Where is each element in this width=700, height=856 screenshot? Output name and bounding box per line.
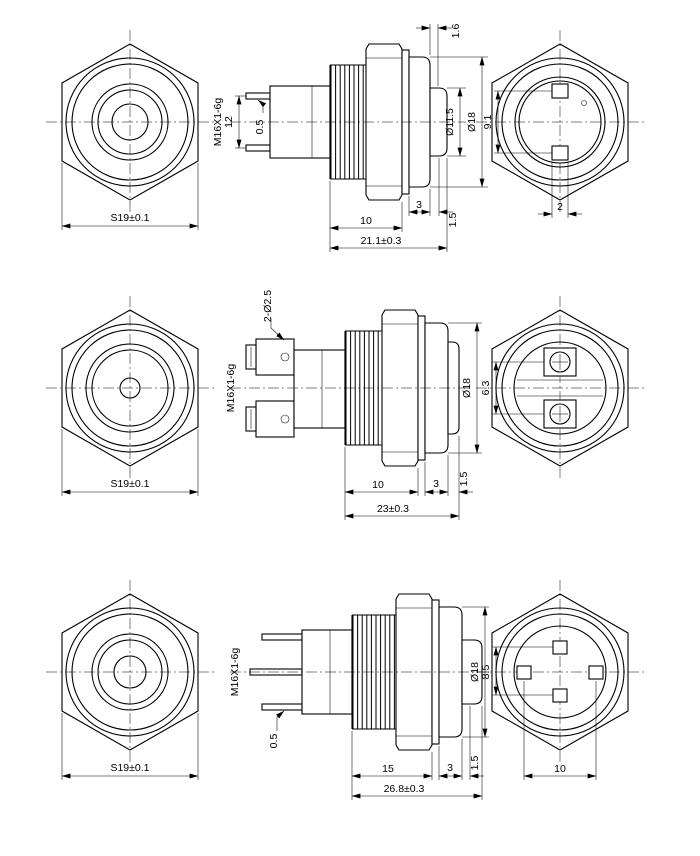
dim-overall-length: 23±0.3 xyxy=(377,503,409,515)
label-thread-spec: M16X1-6g xyxy=(229,648,241,697)
dim-washer-thickness: 1.5 xyxy=(469,756,481,771)
hex-nut xyxy=(381,309,419,467)
hex-body xyxy=(61,43,199,201)
screw-clamp xyxy=(255,400,295,438)
terminal-lug xyxy=(551,83,569,99)
dim-overall-length: 21.1±0.3 xyxy=(361,235,402,247)
wire-hole xyxy=(280,414,290,424)
dim-pin-col-spacing: 10 xyxy=(554,763,566,775)
hex-body xyxy=(491,593,629,751)
wire-hole xyxy=(280,352,290,362)
dim-across-flats: S19±0.1 xyxy=(110,212,149,224)
row1-front-view: S19±0.1 xyxy=(46,30,214,230)
row2-side-view: 2-Ø2.5 M16X1-6g Ø18 10 3 1.5 23±0.3 xyxy=(225,290,482,520)
dim-washer-thickness: 1.5 xyxy=(458,472,470,487)
terminal-pin xyxy=(245,92,271,100)
button-head xyxy=(429,87,448,157)
dim-terminal-spacing: 9.1 xyxy=(482,115,494,130)
dim-button-dia: Ø11.5 xyxy=(444,108,456,136)
hex-body xyxy=(61,309,199,467)
row1-rear-view: 9.1 2 xyxy=(476,30,644,218)
dim-flange-dia: Ø18 xyxy=(469,662,481,682)
flange xyxy=(408,56,431,188)
hex-body xyxy=(491,43,629,201)
dim-screw-spacing: 6.3 xyxy=(480,381,492,396)
terminal-pin xyxy=(588,665,604,680)
hex-body xyxy=(61,593,199,751)
terminal-pin xyxy=(245,144,271,152)
dim-pin-thickness: 0.5 xyxy=(254,120,266,135)
row2-rear-view: 6.3 xyxy=(476,296,644,480)
dim-flange-thickness: 3 xyxy=(447,762,453,774)
insulator-base xyxy=(293,349,346,429)
dim-washer-thickness: 1.5 xyxy=(447,213,459,228)
label-thread-spec: M16X1-6g xyxy=(225,364,237,413)
hex-nut xyxy=(395,593,433,751)
dim-thread-length: 10 xyxy=(372,479,384,491)
dim-thread-length: 15 xyxy=(382,763,394,775)
dim-thread-length: 10 xyxy=(360,215,372,227)
dim-flange-dia: Ø18 xyxy=(461,378,473,398)
row3-rear-view: 8.5 10 xyxy=(476,580,644,780)
screw-clamp xyxy=(255,338,295,376)
terminal-pin xyxy=(261,633,303,641)
terminal-lug xyxy=(551,145,569,161)
terminal-pin xyxy=(552,640,568,655)
flange xyxy=(438,606,463,738)
terminal-pin xyxy=(552,688,568,703)
label-thread-spec: M16X1-6g xyxy=(212,98,224,147)
flange xyxy=(424,322,449,454)
locator-dot xyxy=(581,100,587,106)
dim-head-clearance: 1.6 xyxy=(450,24,462,39)
dim-flange-thickness: 3 xyxy=(416,199,422,211)
hex-body xyxy=(491,309,629,467)
dim-wire-holes: 2-Ø2.5 xyxy=(262,290,274,322)
row2-front-view: S19±0.1 xyxy=(46,296,214,496)
dim-pin-row-spacing: 8.5 xyxy=(480,665,492,680)
dim-flange-thickness: 3 xyxy=(433,478,439,490)
row3-side-view: M16X1-6g 0.5 Ø18 15 3 1.5 26.8±0.3 xyxy=(229,593,489,800)
dim-flange-dia: Ø18 xyxy=(466,112,478,132)
dim-pin-spacing: 12 xyxy=(223,116,235,128)
dim-overall-length: 26.8±0.3 xyxy=(384,783,425,795)
terminal-pin xyxy=(261,703,303,711)
row3-front-view: S19±0.1 xyxy=(46,580,214,780)
dim-across-flats: S19±0.1 xyxy=(110,762,149,774)
dim-terminal-width: 2 xyxy=(557,201,563,213)
terminal-pin xyxy=(516,665,532,680)
dim-across-flats: S19±0.1 xyxy=(110,478,149,490)
row1-side-view: 12 M16X1-6g 0.5 1.6 Ø11.5 Ø18 10 3 1.5 2… xyxy=(212,24,488,252)
dim-pin-thickness: 0.5 xyxy=(268,734,280,749)
